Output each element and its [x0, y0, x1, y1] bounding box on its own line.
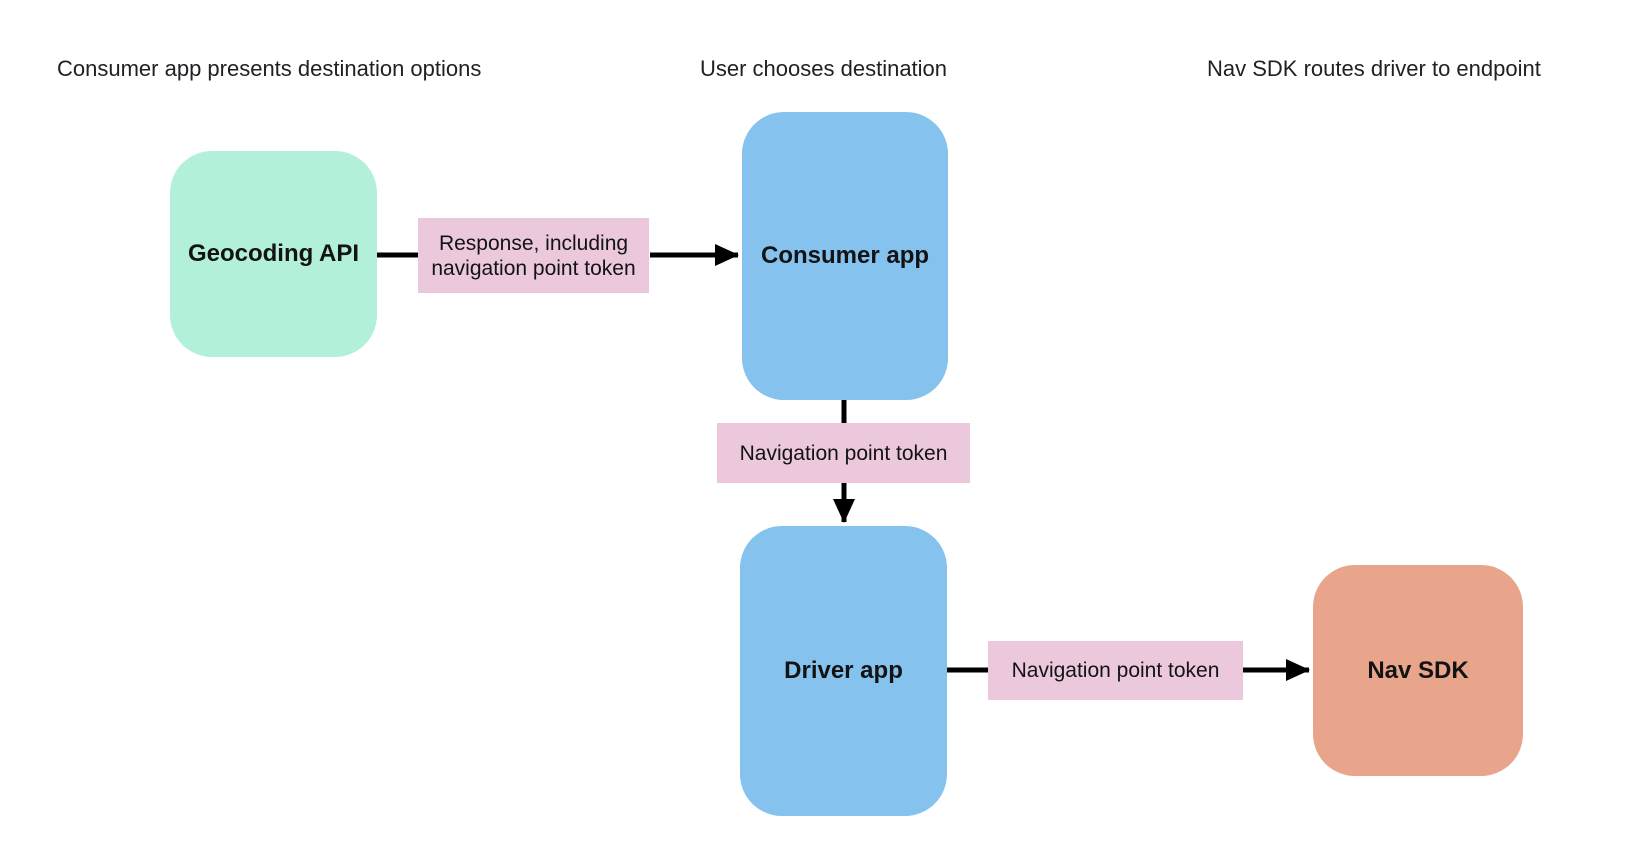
- column-header-consumer-presents: Consumer app presents destination option…: [57, 56, 482, 81]
- edge-label-navigation-point-token-horizontal: Navigation point token: [988, 641, 1243, 700]
- node-nav-sdk: Nav SDK: [1313, 565, 1523, 776]
- node-driver-app: Driver app: [740, 526, 947, 816]
- column-header-navsdk-routes: Nav SDK routes driver to endpoint: [1207, 56, 1541, 81]
- edge-label-response-including-token: Response, including navigation point tok…: [418, 218, 649, 293]
- column-header-user-chooses: User chooses destination: [700, 56, 948, 81]
- edge-label-navigation-point-token-vertical: Navigation point token: [717, 423, 970, 483]
- node-geocoding-api: Geocoding API: [170, 151, 377, 357]
- node-consumer-app: Consumer app: [742, 112, 948, 400]
